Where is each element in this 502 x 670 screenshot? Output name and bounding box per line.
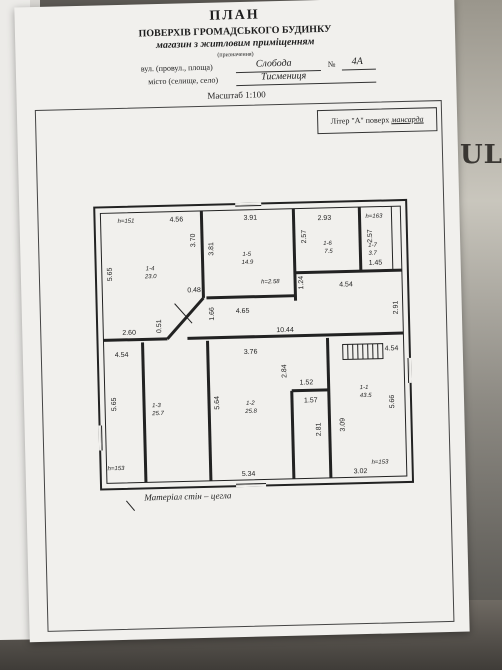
room-area: 7.5 [324,249,333,255]
dimension: 2.57 [367,229,374,243]
floor-plan: h=151 h=163 h=2.58 h=153 h=153 1-4 23.0 … [93,198,415,512]
height-label: h=163 [365,214,383,220]
room-id: 1-2 [246,401,255,407]
dimension: 3.02 [354,468,368,475]
dimension: 1.52 [299,379,313,386]
room-id: 1-1 [360,385,369,391]
room-area: 25.7 [151,411,164,417]
dimension: 1.57 [304,397,318,404]
dimension: 3.76 [244,349,258,356]
room-id: 1-3 [152,403,161,409]
dimension: 3.09 [339,418,346,432]
room-area: 25.8 [244,409,257,415]
dimension: 4.56 [169,216,183,223]
dimension: 4.54 [385,345,399,352]
room-area: 23.0 [144,274,157,280]
dimension: 4.54 [115,352,129,359]
dimension: 3.81 [208,242,215,256]
dimension: 2.84 [281,364,288,378]
document-sheet: ПЛАН ПОВЕРХІВ ГРОМАДСЬКОГО БУДИНКУ магаз… [14,0,470,643]
dimension: 4.54 [339,281,353,288]
room-area: 3.7 [368,251,377,257]
dimension: 1.24 [298,276,305,290]
dimension: 10.44 [276,327,294,334]
dimension: 1.66 [209,307,216,321]
outer-wall-inner [99,205,408,484]
height-label: h=153 [108,466,126,472]
dimension: 5.64 [214,396,221,410]
dimension: 5.65 [111,397,118,411]
room-id: 1-7 [368,243,377,249]
room-area: 14.9 [242,260,254,266]
dimension: 0.51 [156,319,163,333]
dimension: 2.91 [393,300,400,314]
dimension: 1.45 [369,260,383,267]
material-note: Матеріал стін – цегла [144,490,232,503]
height-label: h=2.58 [261,279,280,285]
dimension: 2.81 [316,422,323,436]
dimension: 2.93 [317,215,331,222]
dimension: 3.70 [190,233,197,247]
height-label: h=151 [118,219,135,225]
dimension: 0.48 [187,287,201,294]
room-id: 1-6 [323,241,332,247]
dimension: 2.57 [301,230,308,244]
dimension: 3.91 [243,215,257,222]
dimension: 5.65 [107,267,114,281]
room-area: 43.5 [360,393,372,399]
room-id: 1-4 [146,266,155,272]
height-label: h=153 [371,459,389,465]
room-id: 1-5 [242,252,251,258]
background-print: UL [460,140,502,170]
dimension: 5.34 [242,471,256,478]
dimension: 5.66 [389,395,396,409]
dimension: 2.60 [122,330,136,337]
dimension: 4.65 [236,308,250,315]
